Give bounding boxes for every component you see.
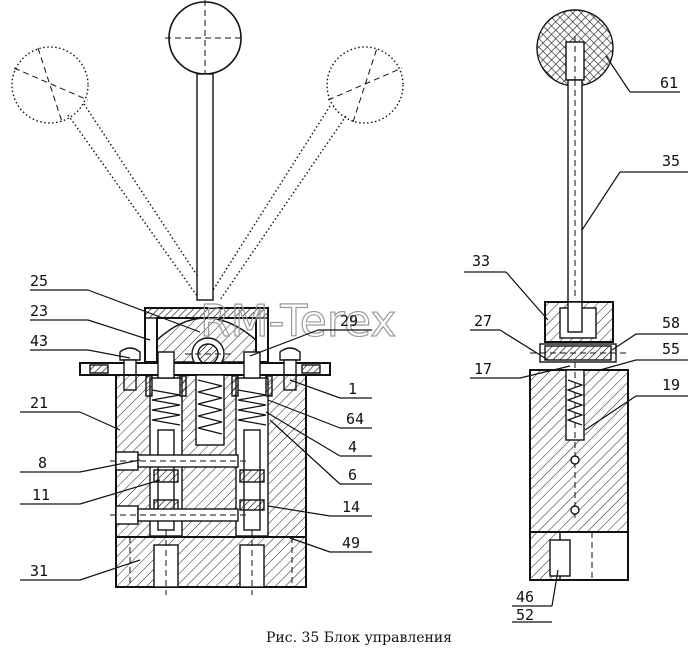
- callout-19: 19: [662, 376, 680, 394]
- body-lower: [115, 530, 307, 595]
- side-view: [529, 9, 629, 581]
- callout-58: 58: [662, 314, 680, 332]
- side-lever: [567, 79, 583, 303]
- callout-6: 6: [348, 466, 357, 484]
- callout-43: 43: [30, 332, 48, 350]
- watermark: RM-Terex: [200, 296, 396, 347]
- side-cover: [530, 301, 628, 363]
- callout-1: 1: [348, 380, 357, 398]
- callout-27: 27: [474, 312, 492, 330]
- callout-52: 52: [516, 606, 534, 624]
- callout-29: 29: [340, 312, 358, 330]
- leaders-left: [20, 289, 372, 581]
- cover: [79, 307, 331, 391]
- lever-right-position: [207, 46, 404, 301]
- callout-55: 55: [662, 340, 680, 358]
- side-body: [529, 362, 629, 581]
- callout-14: 14: [342, 498, 360, 516]
- callout-33: 33: [472, 252, 490, 270]
- front-view: [11, 0, 404, 595]
- callout-49: 49: [342, 534, 360, 552]
- callout-61: 61: [660, 74, 678, 92]
- callout-23: 23: [30, 302, 48, 320]
- leaders-right: [464, 55, 688, 623]
- knob: [536, 9, 614, 90]
- figure-caption: Рис. 35 Блок управления: [266, 630, 452, 646]
- callout-25: 25: [30, 272, 48, 290]
- callout-46: 46: [516, 588, 534, 606]
- callout-21: 21: [30, 394, 48, 412]
- callout-31: 31: [30, 562, 48, 580]
- callout-64: 64: [346, 410, 364, 428]
- callout-8: 8: [38, 454, 47, 472]
- lever-center: [165, 0, 245, 301]
- callout-4: 4: [348, 438, 357, 456]
- lever-left-position: [11, 46, 213, 301]
- callout-17: 17: [474, 360, 492, 378]
- body-upper: [110, 351, 307, 538]
- callout-11: 11: [32, 486, 50, 504]
- callout-35: 35: [662, 152, 680, 170]
